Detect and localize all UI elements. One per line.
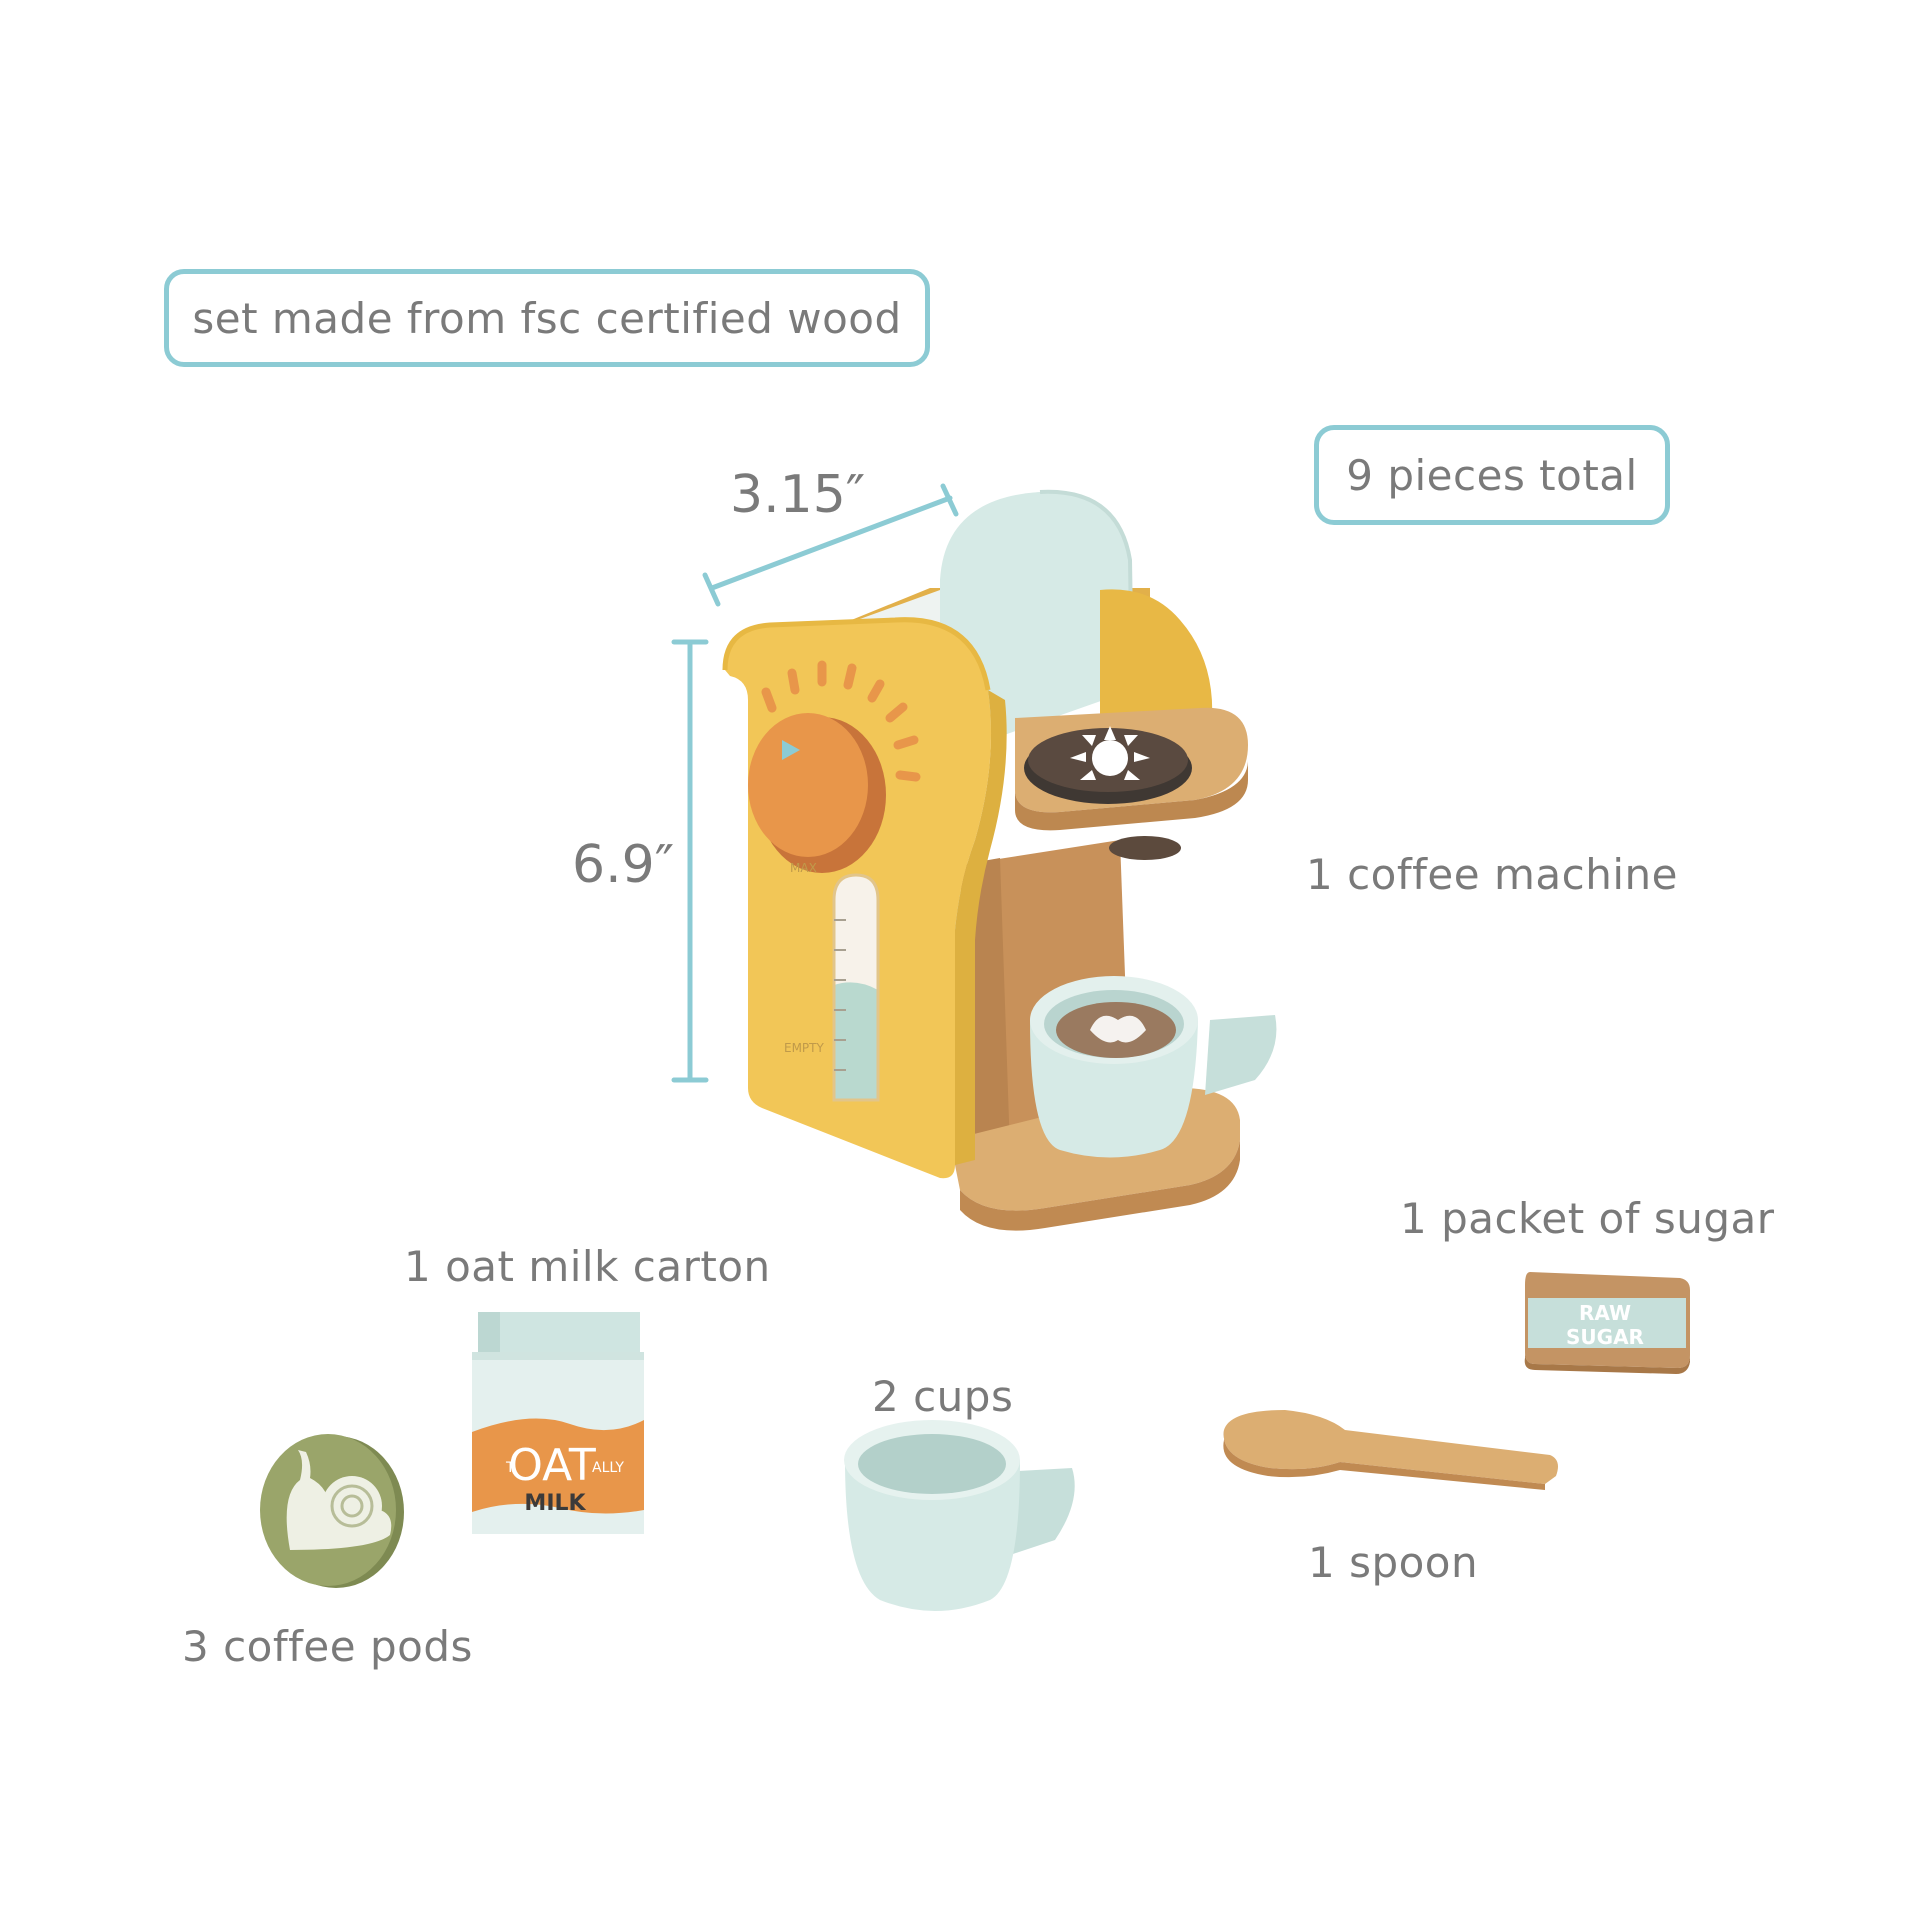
pieces-total-text: 9 pieces total: [1346, 450, 1638, 500]
width-dimension-label: 3.15″: [730, 465, 866, 525]
knob-sun-rays: [761, 660, 921, 782]
material-badge-text: set made from fsc certified wood: [192, 293, 902, 343]
cup-on-machine: [1030, 976, 1277, 1158]
sugar-print-sugar: SUGAR: [1566, 1325, 1644, 1349]
carton-print-oat: OAT: [508, 1440, 596, 1491]
sugar-packet: RAW SUGAR: [1524, 1272, 1690, 1374]
tank-empty-mark: EMPTY: [784, 1041, 825, 1055]
label-coffee-pods: 3 coffee pods: [182, 1622, 473, 1671]
carton-print-t: T: [505, 1460, 515, 1476]
spoon: [1223, 1410, 1558, 1490]
label-spoon: 1 spoon: [1308, 1538, 1479, 1587]
height-dimension-line: [671, 639, 709, 1083]
height-dimension-label: 6.9″: [572, 835, 675, 895]
label-cups: 2 cups: [872, 1372, 1014, 1421]
pod-on-machine: [1024, 726, 1192, 804]
oat-milk-carton: T OAT ALLY MILK: [472, 1312, 644, 1534]
width-dimension-line: [702, 483, 959, 607]
dial-knob: [748, 713, 886, 873]
cup: [844, 1420, 1075, 1611]
coffee-machine: MAX EMPTY: [722, 489, 1277, 1231]
pieces-total-badge: 9 pieces total: [1314, 425, 1670, 525]
label-sugar-packet: 1 packet of sugar: [1400, 1194, 1775, 1243]
label-oat-milk-carton: 1 oat milk carton: [404, 1242, 771, 1291]
material-badge: set made from fsc certified wood: [164, 269, 930, 367]
sugar-print-raw: RAW: [1579, 1301, 1631, 1325]
carton-print-milk: MILK: [524, 1491, 586, 1516]
water-tank: MAX EMPTY: [784, 861, 880, 1102]
label-coffee-machine: 1 coffee machine: [1306, 850, 1678, 899]
tank-max-mark: MAX: [790, 861, 817, 875]
coffee-pod: [260, 1434, 404, 1588]
carton-print-ally: ALLY: [592, 1460, 624, 1476]
